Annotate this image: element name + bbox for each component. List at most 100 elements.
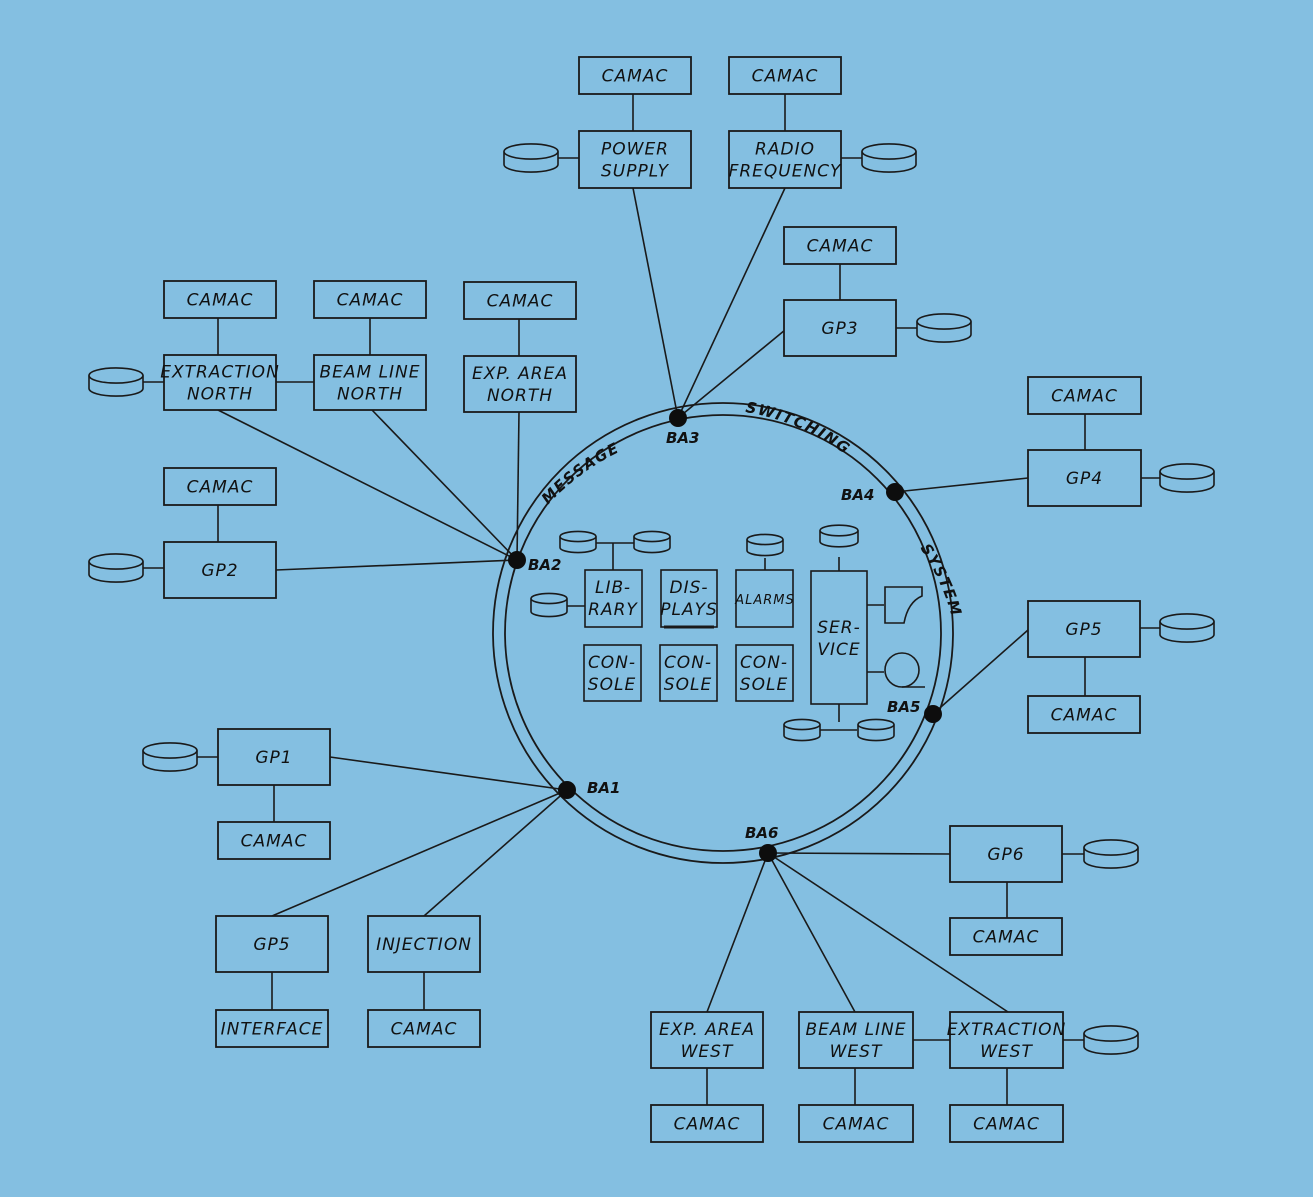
node-ba5: [924, 705, 942, 723]
central-computer-room: [567, 542, 925, 731]
node-label-ba3: BA3: [666, 429, 699, 447]
gp5-box-west: [215, 915, 329, 973]
library-box: [584, 569, 643, 628]
gp5-box-west-label: GP5: [253, 935, 290, 955]
camac-extraction-north: [163, 280, 277, 319]
node-label-ba2: BA2: [528, 556, 561, 574]
node-label-ba1: BA1: [587, 779, 620, 797]
console-2-label: CON-SOLE: [664, 653, 712, 695]
disk-library-3-icon: [530, 592, 568, 618]
camac-exp-area-north-label: CAMAC: [487, 292, 554, 312]
camac-beam-line-west-label: CAMAC: [823, 1115, 890, 1135]
exp-area-north-box: [463, 355, 577, 413]
disk-service-3-icon: [857, 718, 895, 742]
disk-gp3-icon: [916, 313, 972, 343]
gp4-box: [1027, 449, 1142, 507]
displays-label: DIS-PLAYS: [660, 578, 718, 620]
camac-extraction-west: [949, 1104, 1064, 1143]
disk-power-supply-icon: [503, 143, 559, 173]
disk-gp6-icon: [1083, 839, 1139, 869]
console-3-label: CON-SOLE: [740, 653, 788, 695]
camac-power-supply: [578, 56, 692, 95]
camac-gp2-label: CAMAC: [187, 478, 254, 498]
camac-exp-area-north: [463, 281, 577, 320]
camac-injection-label: CAMAC: [391, 1020, 458, 1040]
component-boxes: [163, 56, 1142, 1143]
console-box-2: [659, 644, 718, 702]
service-box: [810, 570, 868, 705]
bus-adapter-nodes: [508, 409, 942, 862]
camac-gp6: [949, 917, 1063, 956]
camac-radio-frequency-label: CAMAC: [752, 67, 819, 87]
gp1-box-label: GP1: [255, 748, 292, 768]
node-ba2: [508, 551, 526, 569]
interface-box: [215, 1009, 329, 1048]
disk-gp2-icon: [88, 553, 144, 583]
disk-gp4-icon: [1159, 463, 1215, 493]
injection-box: [367, 915, 481, 973]
connection-lines: [143, 94, 1160, 1105]
gp2-box: [163, 541, 277, 599]
extraction-north-box: [163, 354, 277, 411]
camac-gp5-east-label: CAMAC: [1051, 706, 1118, 726]
disk-alarms-icon: [746, 533, 784, 557]
disk-service-2-icon: [783, 718, 821, 742]
message-switching-ring: [492, 402, 954, 864]
radio-frequency-box: [728, 130, 842, 189]
camac-gp4: [1027, 376, 1142, 415]
camac-power-supply-label: CAMAC: [602, 67, 669, 87]
beam-line-north-box: [313, 354, 427, 411]
camac-gp2: [163, 467, 277, 506]
node-ba4: [886, 483, 904, 501]
alarms-box: [735, 569, 794, 628]
camac-gp3-label: CAMAC: [807, 237, 874, 257]
camac-beam-line-north-label: CAMAC: [337, 291, 404, 311]
service-label: SER-VICE: [817, 618, 860, 660]
camac-exp-area-west-label: CAMAC: [674, 1115, 741, 1135]
camac-gp1-label: CAMAC: [241, 832, 308, 852]
disk-gp5-icon: [1159, 613, 1215, 643]
gp4-box-label: GP4: [1066, 469, 1103, 489]
gp1-box: [217, 728, 331, 786]
gp5-box-east: [1027, 600, 1141, 658]
disk-radio-frequency-icon: [861, 143, 917, 173]
camac-gp6-label: CAMAC: [973, 928, 1040, 948]
camac-gp5-east: [1027, 695, 1141, 734]
disk-library-2-icon: [633, 530, 671, 554]
disk-gp1-icon: [142, 742, 198, 772]
camac-extraction-west-label: CAMAC: [973, 1115, 1040, 1135]
tape-drive-icon: [884, 652, 925, 688]
camac-gp4-label: CAMAC: [1051, 387, 1118, 407]
gp3-box: [783, 299, 897, 357]
disk-library-1-icon: [559, 530, 597, 554]
camac-exp-area-west: [650, 1104, 764, 1143]
interface-box-label: INTERFACE: [221, 1020, 324, 1040]
library-label: LIB-RARY: [588, 578, 638, 620]
camac-gp1: [217, 821, 331, 860]
gp2-box-label: GP2: [201, 561, 238, 581]
node-label-ba5: BA5: [887, 698, 920, 716]
camac-beam-line-north: [313, 280, 427, 319]
camac-injection: [367, 1009, 481, 1048]
camac-beam-line-west: [798, 1104, 914, 1143]
console-1-label: CON-SOLE: [588, 653, 636, 695]
alarms-label: ALARMS: [734, 593, 795, 608]
disk-drives: [88, 143, 1215, 1055]
extraction-west-box: [949, 1011, 1064, 1069]
node-label-ba6: BA6: [745, 824, 778, 842]
gp6-box-label: GP6: [987, 845, 1024, 865]
console-box-3: [735, 644, 794, 702]
camac-extraction-north-label: CAMAC: [187, 291, 254, 311]
power-supply-box: [578, 130, 692, 189]
exp-area-west-box: [650, 1011, 764, 1069]
camac-radio-frequency: [728, 56, 842, 95]
node-labels: BA1 BA2 BA3 BA4 BA5 BA6: [528, 429, 920, 842]
